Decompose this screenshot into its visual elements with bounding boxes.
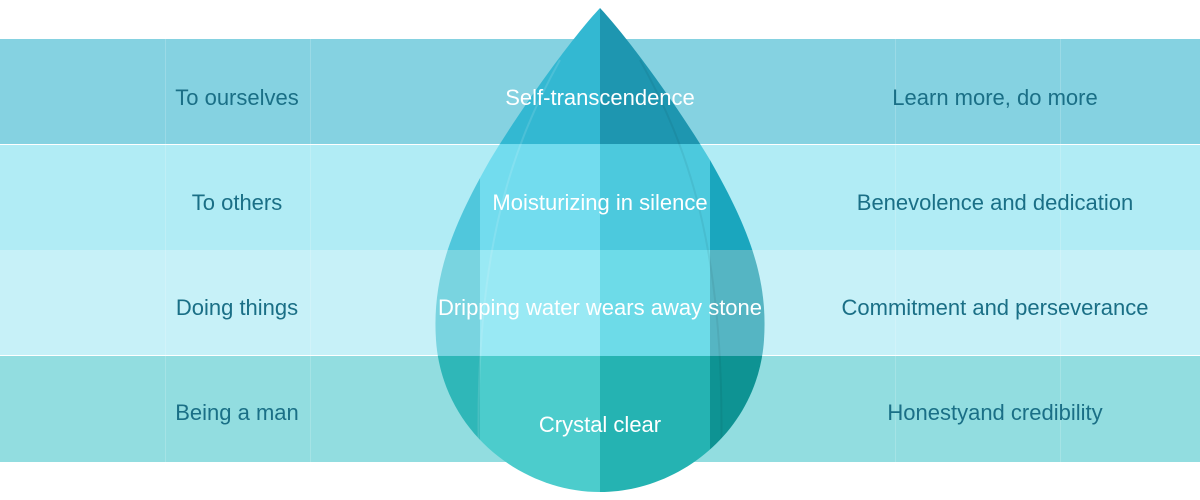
right-label-row-2: Benevolence and dedication bbox=[856, 190, 1134, 215]
drop-label-row-1: Self-transcendence bbox=[505, 85, 695, 110]
divider-line bbox=[1060, 39, 1061, 462]
drop-label-row-4: Crystal clear bbox=[538, 412, 662, 437]
left-label-row-2: To others bbox=[191, 190, 283, 215]
right-label-row-3: Commitment and perseverance bbox=[841, 295, 1149, 320]
left-label-row-1: To ourselves bbox=[175, 85, 299, 110]
drop-label-row-3: Dripping water wears away stone bbox=[437, 295, 763, 320]
divider-line bbox=[165, 39, 166, 462]
left-label-row-4: Being a man bbox=[175, 400, 299, 425]
right-label-row-1: Learn more, do more bbox=[892, 85, 1098, 110]
left-label-row-3: Doing things bbox=[175, 295, 299, 320]
right-label-row-4: Honestyand credibility bbox=[887, 400, 1103, 425]
divider-line bbox=[895, 39, 896, 462]
drop-label-row-2: Moisturizing in silence bbox=[492, 190, 708, 215]
divider-line bbox=[310, 39, 311, 462]
